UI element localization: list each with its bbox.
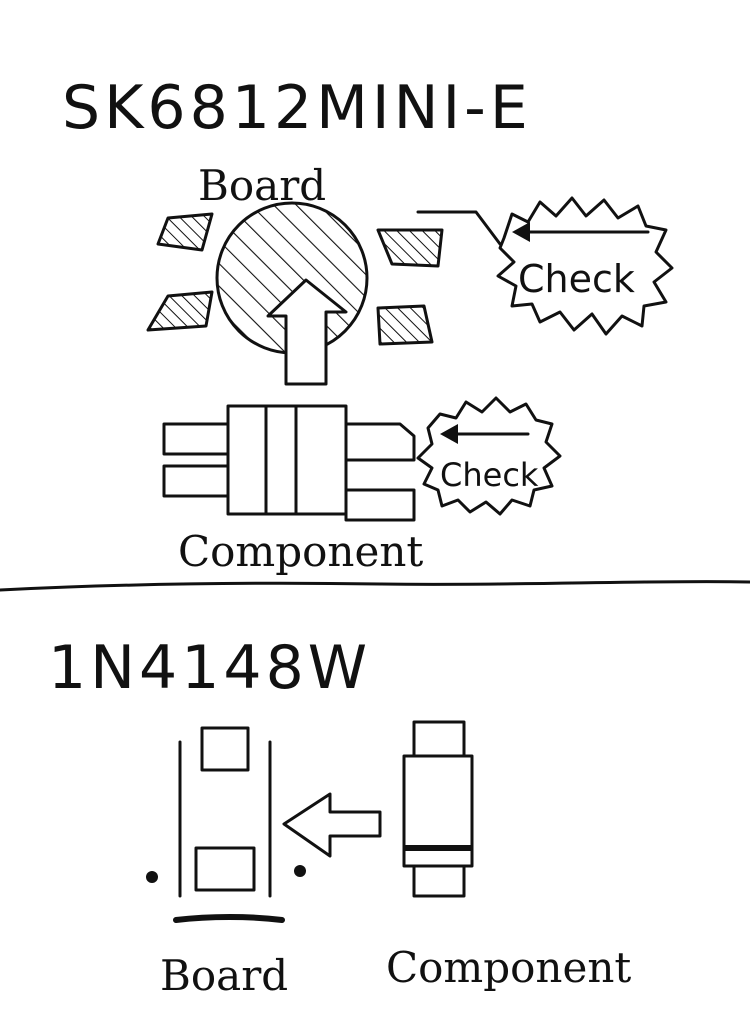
- diode-board-label: Board: [160, 951, 288, 1000]
- polarity-dot-right: [294, 865, 306, 877]
- sk6812-title: SK6812MINI-E: [62, 73, 532, 143]
- diode-pad-bottom: [194, 846, 256, 892]
- polarity-dot-left: [146, 871, 158, 883]
- led-lead-right-2: [344, 488, 416, 522]
- led-pads: [146, 212, 444, 346]
- check-burst-2: Check: [416, 396, 562, 516]
- check-burst-outline-2: [416, 396, 562, 516]
- led-lead-left-2: [162, 464, 230, 498]
- insert-left-arrow: [282, 792, 382, 858]
- pad-top-right: [376, 228, 444, 268]
- diode-component: [402, 720, 474, 898]
- led-lead-right-1: [344, 422, 416, 462]
- led-lens-hatching: [217, 203, 367, 353]
- diode-section: 1N4148W Board Component: [48, 633, 631, 1000]
- diode-lead-bottom: [412, 864, 466, 898]
- pad-bottom-right: [376, 304, 434, 346]
- board-underline: [173, 914, 285, 923]
- check-arrow-head-2: [440, 424, 458, 444]
- diode-component-label: Component: [386, 943, 631, 992]
- check-burst-outline-1: [496, 196, 674, 336]
- led-lead-left-1: [162, 422, 230, 456]
- section-divider: [0, 580, 750, 592]
- sk6812-section: SK6812MINI-E Board Check: [62, 73, 674, 576]
- insert-up-arrow: [266, 278, 348, 386]
- check-label-2: Check: [440, 456, 539, 494]
- led-component: [162, 404, 416, 522]
- sk6812-board-label: Board: [198, 161, 326, 210]
- check-burst-1: Check: [496, 196, 674, 336]
- pad-top-left: [156, 212, 214, 252]
- sk6812-component-label: Component: [178, 527, 423, 576]
- check-label-1: Check: [518, 257, 635, 301]
- check-leader-line-1: [416, 210, 502, 246]
- pad-bottom-left: [146, 290, 214, 332]
- diode-pad-top: [200, 726, 250, 772]
- diode-footprint: [146, 726, 306, 923]
- diode-title: 1N4148W: [48, 633, 371, 703]
- check-arrow-head-1: [512, 222, 530, 242]
